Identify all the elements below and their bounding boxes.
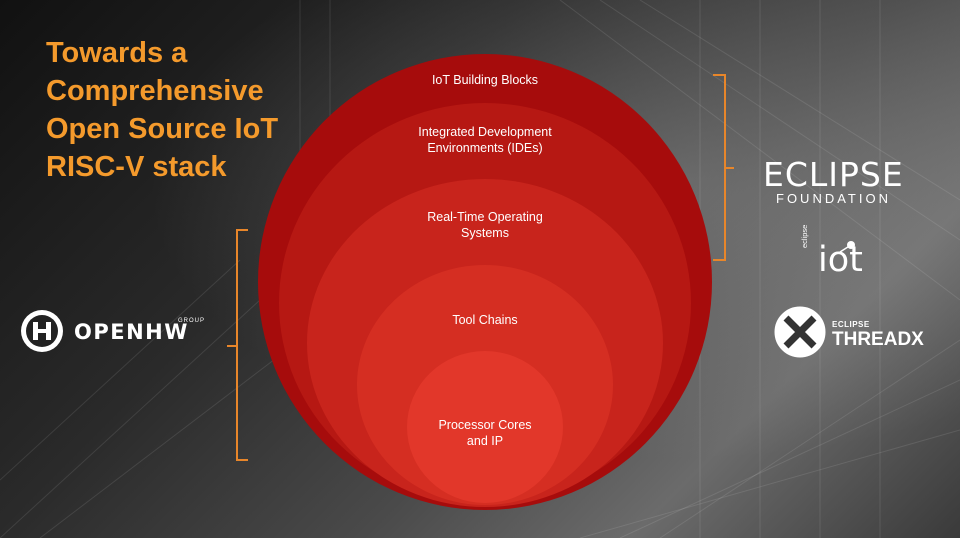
layer-line: Tool Chains bbox=[452, 313, 518, 327]
openhw-group-text: GROUP bbox=[178, 318, 206, 324]
layer-line: Real-Time Operating bbox=[427, 210, 543, 224]
circle-processor-cores bbox=[407, 351, 563, 503]
layer-label-ides: Integrated Development Environments (IDE… bbox=[385, 124, 585, 156]
openhw-logo-text: OPENHW bbox=[74, 320, 189, 344]
title-line-1: Towards a bbox=[46, 37, 188, 69]
layer-line: Environments (IDEs) bbox=[427, 141, 543, 155]
eclipse-iot-small-text: eclipse bbox=[800, 224, 809, 248]
layer-label-rtos: Real-Time Operating Systems bbox=[385, 209, 585, 241]
threadx-emblem-icon bbox=[774, 306, 826, 358]
layer-line: Systems bbox=[461, 226, 509, 240]
threadx-logo-text: THREADX bbox=[832, 329, 924, 350]
slide-title: Towards a Comprehensive Open Source IoT … bbox=[46, 34, 306, 186]
layer-label-processor-cores: Processor Cores and IP bbox=[385, 417, 585, 449]
title-line-2: Comprehensive bbox=[46, 75, 264, 107]
bracket-left bbox=[227, 229, 248, 461]
title-line-3: Open Source IoT bbox=[46, 113, 279, 145]
layer-line: Integrated Development bbox=[418, 125, 552, 139]
threadx-eclipse-text: ECLIPSE bbox=[832, 320, 870, 329]
layer-line: IoT Building Blocks bbox=[431, 73, 539, 87]
layer-label-tool-chains: Tool Chains bbox=[385, 312, 585, 328]
foundation-text: FOUNDATION bbox=[776, 191, 891, 206]
eclipse-iot-node-icon bbox=[839, 241, 855, 253]
title-line-4: RISC-V stack bbox=[46, 151, 227, 183]
layer-line: and IP bbox=[466, 434, 504, 448]
eclipse-foundation-logo-text: ECLIPSE bbox=[763, 155, 904, 194]
openhw-emblem-icon bbox=[21, 310, 63, 352]
bracket-right bbox=[713, 74, 734, 261]
layer-line: Processor Cores bbox=[438, 418, 532, 432]
eclipse-iot-logo-text: iot bbox=[818, 240, 863, 280]
layer-label-iot-building-blocks: IoT Building Blocks bbox=[385, 72, 585, 88]
